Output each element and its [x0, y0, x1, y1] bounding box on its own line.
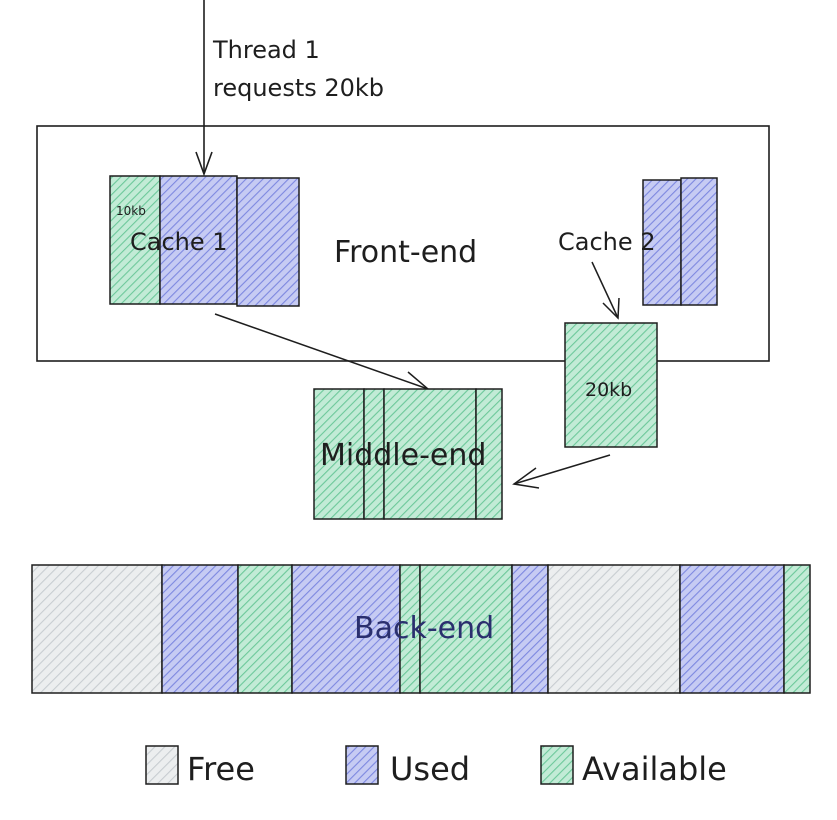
legend-used-label: Used [390, 750, 470, 788]
backend: Back-end [31, 564, 811, 694]
thread-label-line2: requests 20kb [213, 74, 384, 102]
moving-block-20kb [564, 322, 658, 448]
legend-available-label: Available [582, 750, 727, 788]
frontend-label: Front-end [334, 235, 477, 270]
block-to-middleend-arrow [512, 454, 611, 489]
backend-available-block-3 [419, 564, 513, 694]
backend-available-block-4 [783, 564, 811, 694]
cache1-label: Cache 1 [130, 228, 228, 256]
legend-free-swatch [145, 745, 179, 785]
legend-free-label: Free [187, 750, 255, 788]
frontend-box [36, 125, 770, 362]
cache2-to-block-arrow [591, 261, 620, 320]
legend: Free Used Available [145, 745, 727, 788]
cache2-label: Cache 2 [558, 228, 656, 256]
cache1-used-block-2 [236, 177, 300, 307]
backend-used-block-4 [679, 564, 785, 694]
backend-label: Back-end [354, 611, 494, 646]
backend-available-block-1 [237, 564, 293, 694]
middleend-label: Middle-end [320, 438, 486, 473]
thread-request-arrow [195, 0, 213, 177]
legend-used-swatch [345, 745, 379, 785]
backend-free-block-2 [547, 564, 681, 694]
cache1-to-middleend-arrow [214, 313, 430, 394]
cache2: Cache 2 [558, 177, 718, 306]
cache1-available-block [109, 175, 161, 305]
thread-label-line1: Thread 1 [212, 36, 320, 64]
backend-used-block-1 [161, 564, 239, 694]
middleend-block-4 [475, 388, 503, 520]
cache1: 10kb Cache 1 [109, 175, 300, 307]
legend-available-swatch [540, 745, 574, 785]
cache1-size-label: 10kb [116, 204, 146, 218]
backend-used-block-2 [291, 564, 401, 694]
backend-used-block-3 [511, 564, 549, 694]
moving-block-size-label: 20kb [585, 379, 632, 401]
cache2-used-block-1 [642, 179, 682, 306]
backend-free-block-1 [31, 564, 163, 694]
middleend: Middle-end [313, 388, 503, 520]
cache2-used-block-2 [680, 177, 718, 306]
